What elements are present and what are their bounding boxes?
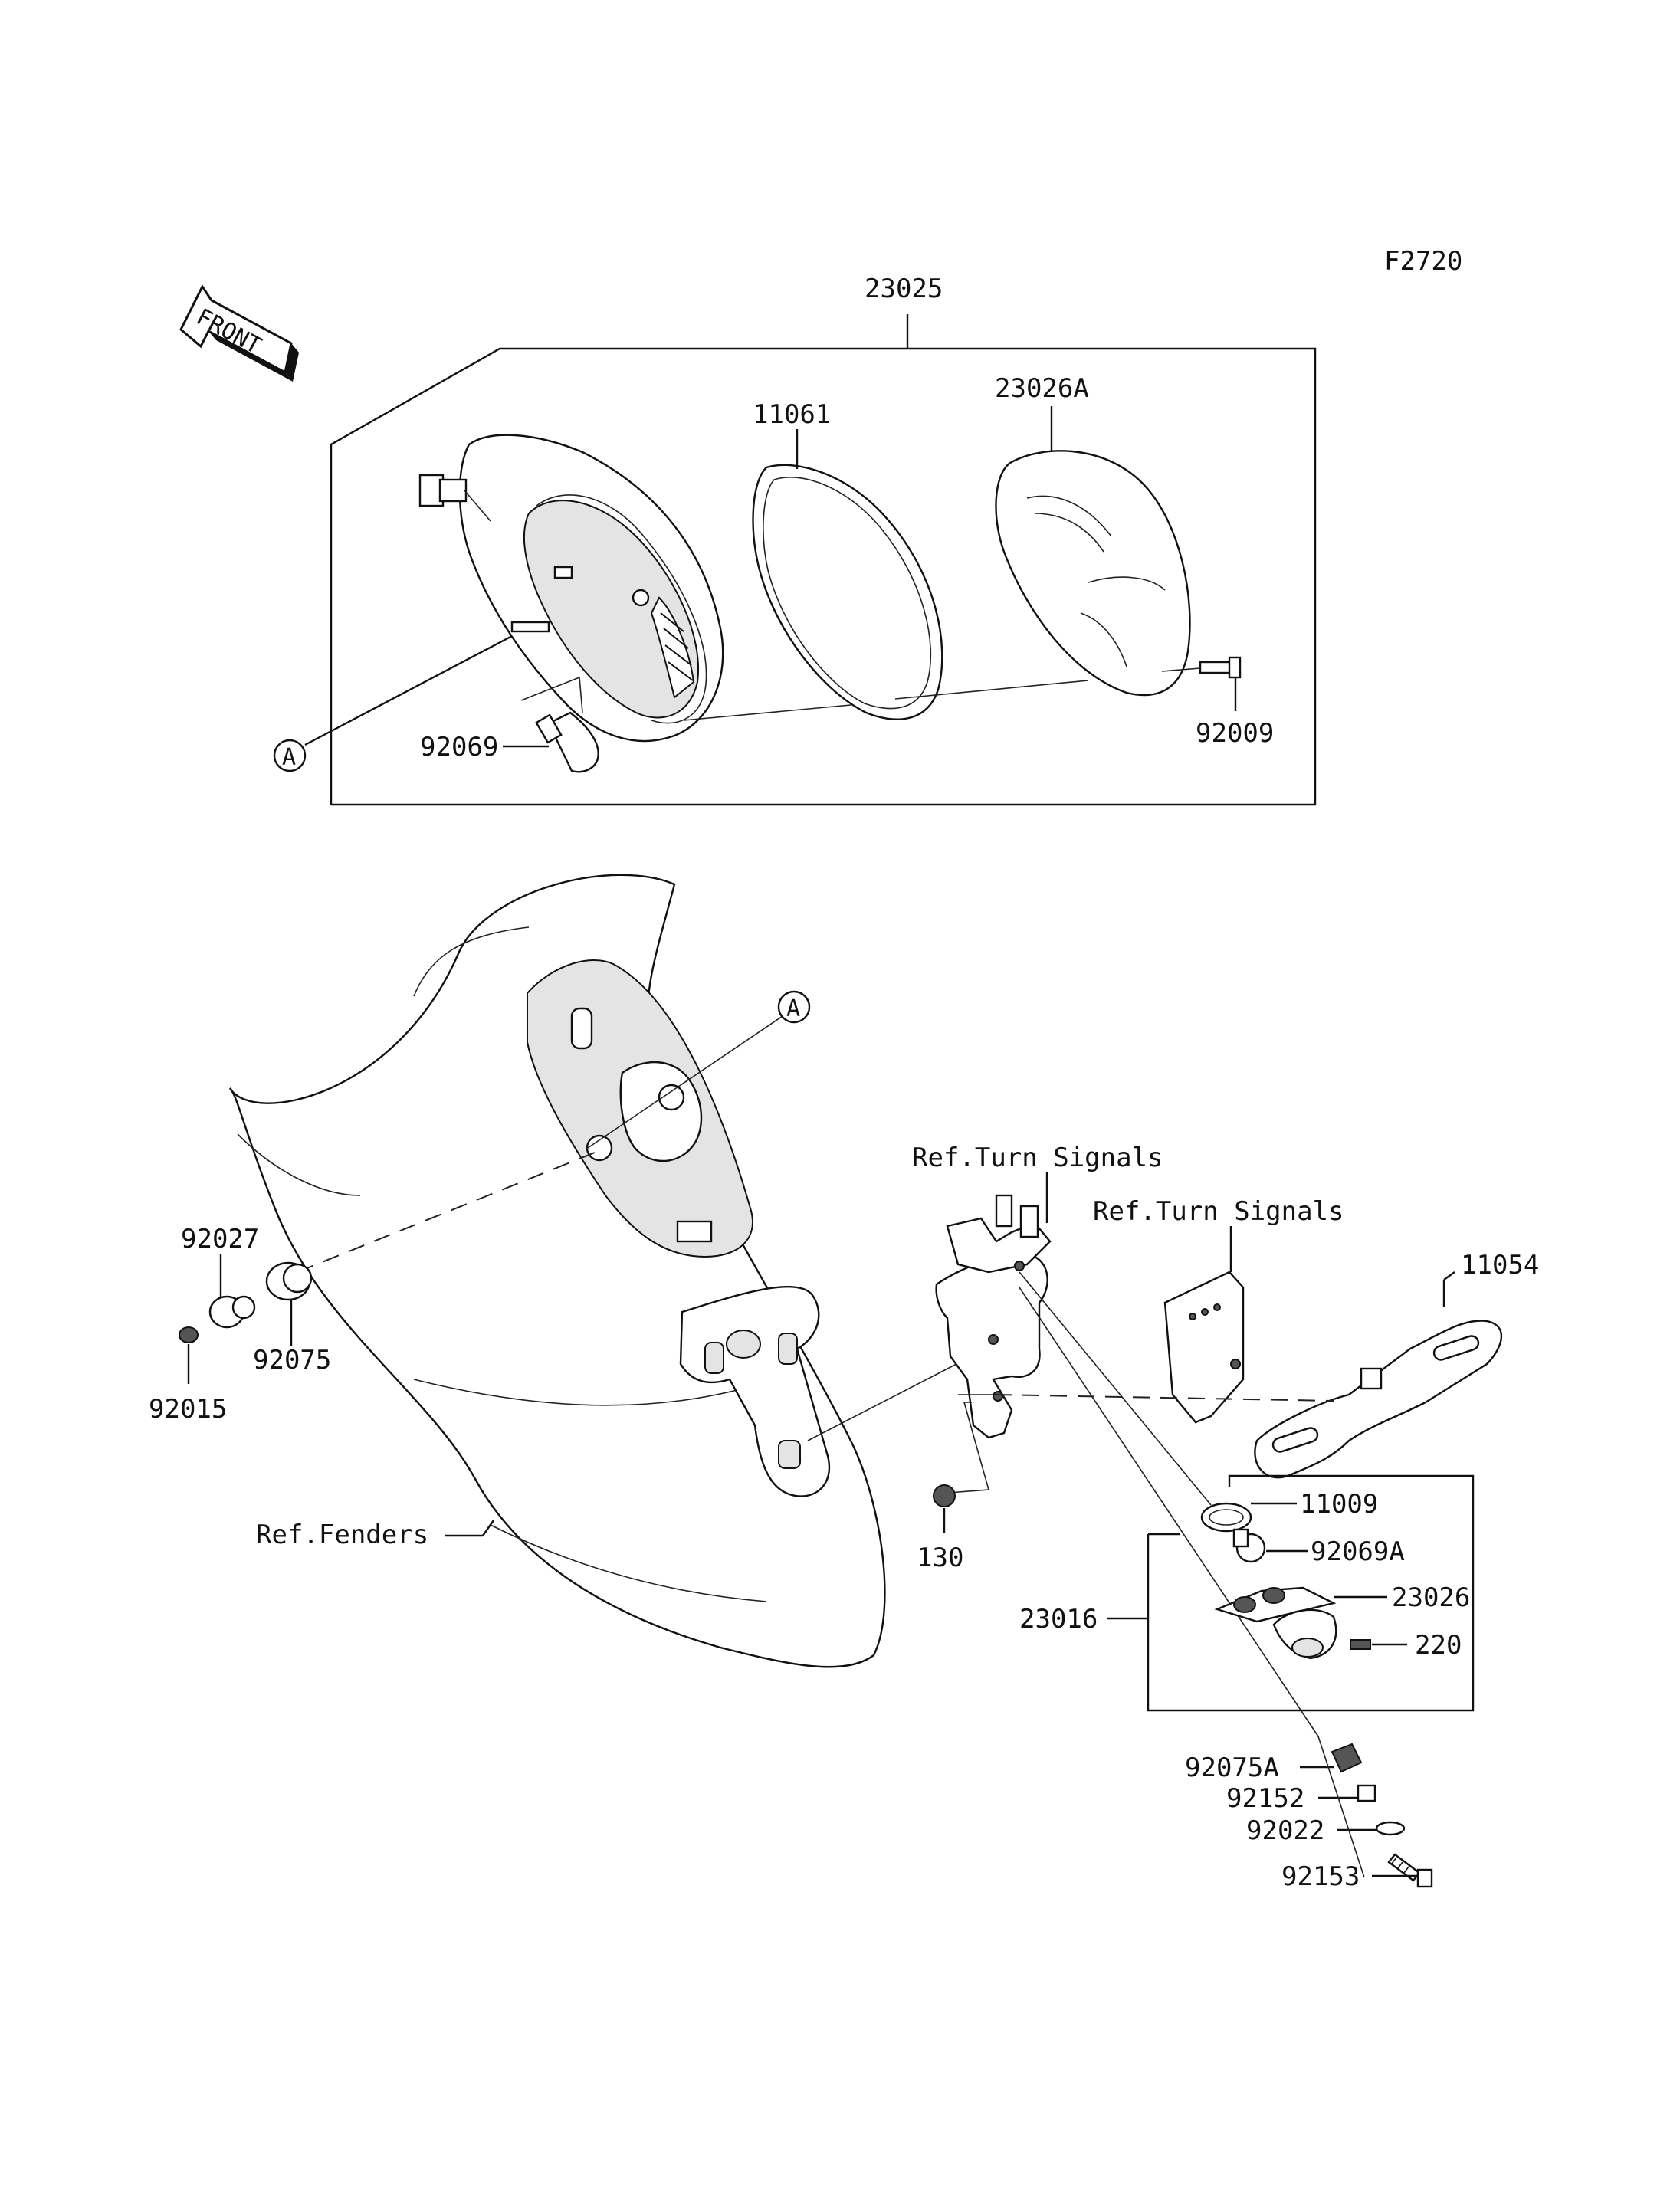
bracket-11054: 11054	[1254, 1250, 1539, 1479]
label-92152: 92152	[1226, 1783, 1304, 1814]
bolt-130: 130	[917, 1402, 990, 1573]
label-23016: 23016	[1019, 1604, 1098, 1635]
lamp-housing-23026: 23026	[1214, 1582, 1470, 1660]
tail-light-assembly-box: 23025	[330, 274, 1317, 806]
callout-a-top-label: A	[282, 744, 296, 771]
label-130: 130	[917, 1543, 963, 1573]
bulb-92069: 92069	[420, 677, 599, 773]
label-23025: 23025	[865, 274, 943, 304]
grommet-92075: 92075	[253, 1261, 331, 1376]
label-ref-turn-signals-2: Ref.Turn Signals	[1093, 1196, 1344, 1227]
ref-turn-signals-1: Ref.Turn Signals	[912, 1143, 1163, 1223]
label-92027: 92027	[181, 1224, 259, 1254]
label-11054: 11054	[1461, 1250, 1539, 1280]
bolt-92153: 92153	[1281, 1853, 1433, 1892]
figure-code: F2720	[1384, 246, 1462, 277]
label-ref-fenders: Ref.Fenders	[256, 1520, 428, 1550]
label-92069: 92069	[420, 732, 498, 762]
tail-light-housing	[418, 434, 724, 743]
label-92153: 92153	[1281, 1861, 1360, 1892]
license-bracket	[935, 1194, 1052, 1439]
collar-92152: 92152	[1226, 1783, 1376, 1814]
callout-a-top: A	[273, 635, 513, 772]
label-92022: 92022	[1246, 1815, 1324, 1846]
ref-fenders: Ref.Fenders	[256, 1520, 494, 1550]
ref-turn-signals-2: Ref.Turn Signals	[1093, 1196, 1344, 1424]
washer-92022: 92022	[1246, 1815, 1406, 1846]
label-220: 220	[1415, 1630, 1462, 1661]
label-92009: 92009	[1196, 718, 1274, 749]
label-11009: 11009	[1300, 1489, 1378, 1520]
lens-23026A: 23026A	[995, 373, 1191, 697]
label-ref-turn-signals-1: Ref.Turn Signals	[912, 1143, 1163, 1173]
gasket-11061: 11061	[752, 399, 943, 720]
grommet-92075A: 92075A	[1185, 1743, 1363, 1783]
license-light-box-23016: 23016	[1019, 1474, 1475, 1712]
callout-a-bottom: A	[585, 990, 811, 1150]
label-23026A: 23026A	[995, 373, 1089, 404]
front-arrow-icon: FRONT	[179, 284, 299, 382]
label-92069A: 92069A	[1311, 1536, 1405, 1567]
screw-220: 220	[1350, 1630, 1462, 1661]
screw-92009: 92009	[1161, 656, 1274, 749]
nut-92015: 92015	[149, 1326, 227, 1425]
label-92075: 92075	[253, 1345, 331, 1376]
label-23026: 23026	[1392, 1582, 1470, 1613]
collar-92027: 92027	[181, 1224, 259, 1329]
label-92015: 92015	[149, 1394, 227, 1425]
rear-fender	[228, 874, 886, 1668]
label-92075A: 92075A	[1185, 1753, 1279, 1783]
bulb-92069A: 92069A	[1232, 1528, 1405, 1567]
callout-a-bottom-label: A	[786, 995, 800, 1022]
label-11061: 11061	[753, 399, 831, 430]
gasket-11009: 11009	[1200, 1489, 1378, 1533]
